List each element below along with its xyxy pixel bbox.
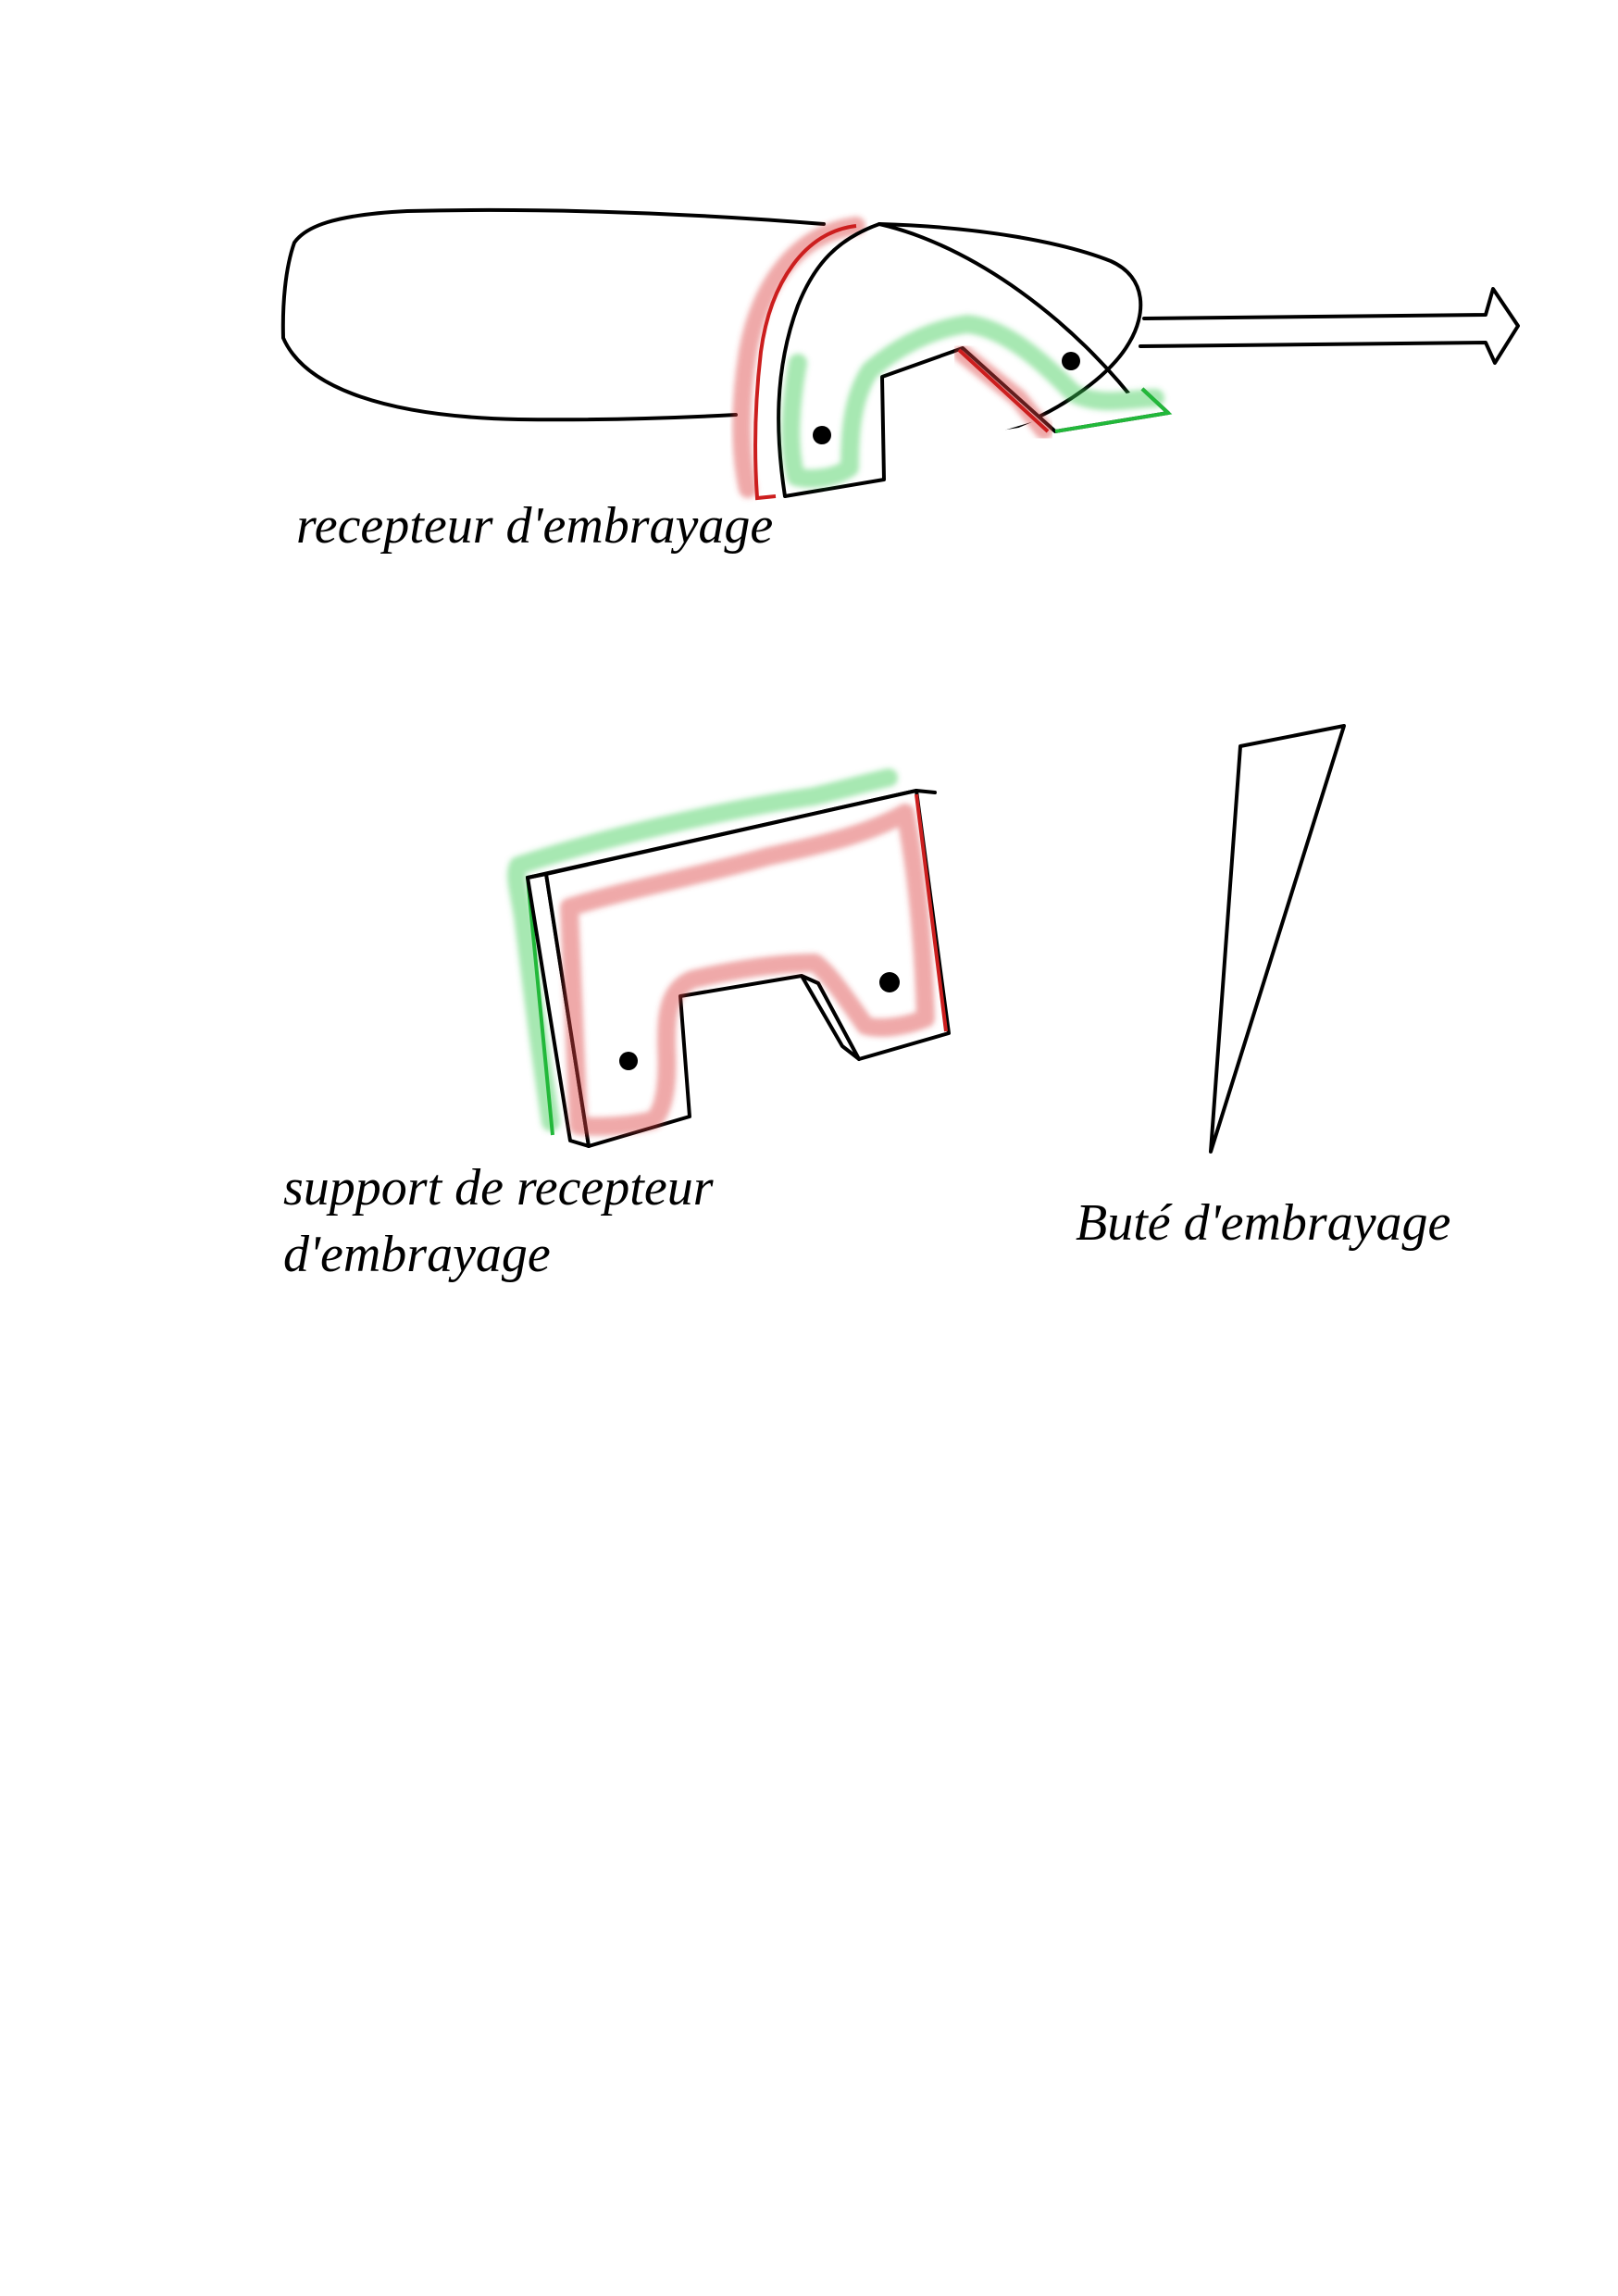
clutch-fork-body (280, 207, 826, 422)
green-highlight-support (506, 768, 898, 1131)
support-bracket (506, 768, 951, 1148)
receiver-bracket (777, 222, 881, 498)
support-hole-left (619, 1052, 638, 1070)
label-bute: Buté d'embrayage (1076, 1194, 1451, 1252)
label-support-line2: d'embrayage (283, 1226, 551, 1283)
red-highlight-arc (732, 217, 865, 498)
bolt-hole-right (1062, 352, 1080, 370)
red-edge-arc (753, 224, 857, 501)
green-highlight-bracket (781, 315, 1164, 488)
green-edge-slant (1054, 387, 1173, 433)
red-edge-slot (957, 348, 1050, 433)
push-rod (1139, 287, 1520, 365)
red-highlight-support (560, 804, 935, 1136)
clutch-fork-arc (877, 222, 1145, 414)
label-support: support de recepteur d'embrayage (283, 1154, 714, 1288)
label-recepteur: recepteur d'embrayage (296, 497, 774, 555)
support-hole-right (879, 972, 900, 992)
clutch-bearing-wedge (1209, 724, 1346, 1154)
recepteur-assembly (280, 207, 1520, 501)
label-support-line1: support de recepteur (283, 1159, 714, 1217)
bolt-hole-left (813, 426, 831, 444)
red-edge-support-right (915, 793, 948, 1032)
